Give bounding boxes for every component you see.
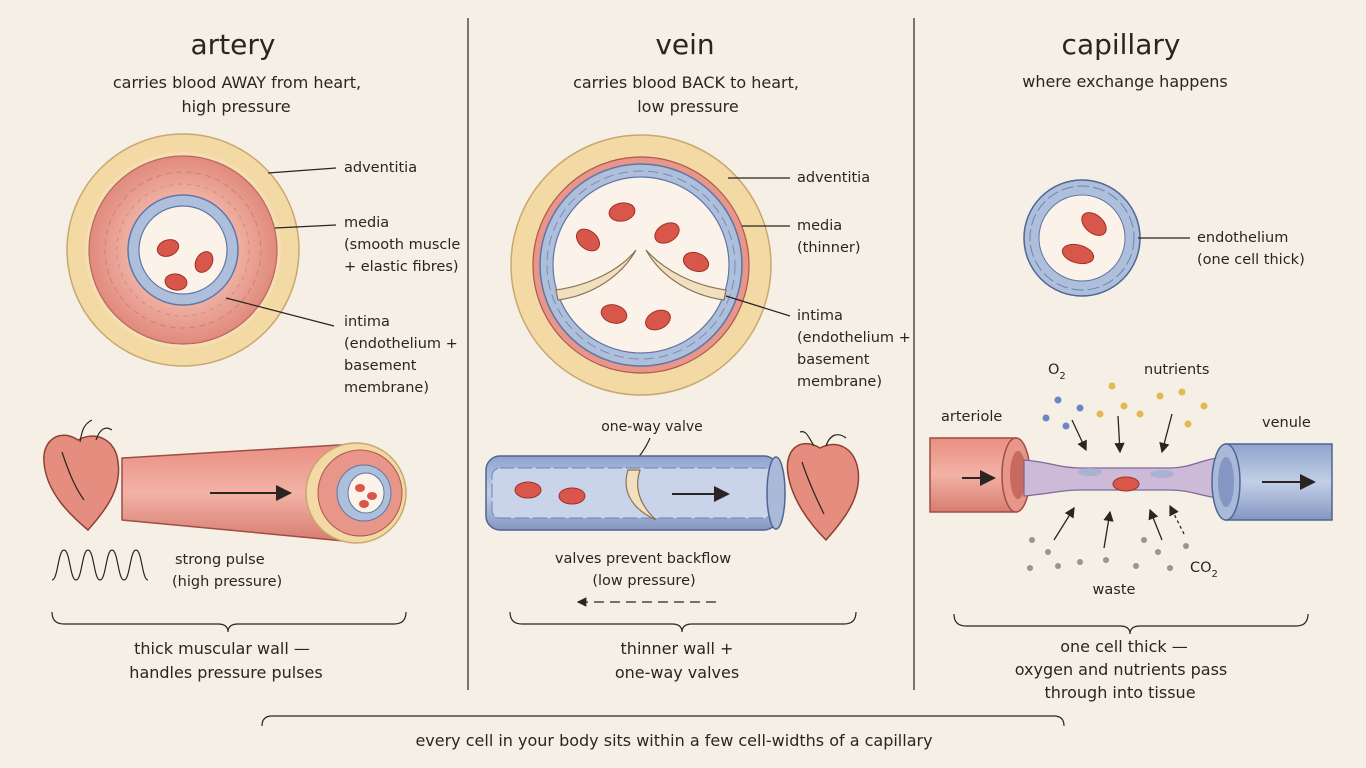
capillary-blood-cell <box>1081 212 1107 236</box>
vein-blood-cell <box>600 304 628 324</box>
vein-blood-cell <box>654 222 680 244</box>
nutrient-particles <box>1096 382 1208 428</box>
vein-blood-cell <box>575 228 601 252</box>
artery-adventitia-leader <box>267 167 337 174</box>
artery-bracket <box>51 611 407 633</box>
pulse-wave-icon <box>51 549 149 581</box>
nutrient-in-arrow-icon <box>1114 415 1125 454</box>
artery-pulse-label-2: (high pressure) <box>172 574 282 590</box>
co2-label: CO2 <box>1190 560 1218 580</box>
artery-intima-leader <box>225 297 335 327</box>
vein-intima-label: intima <box>797 308 843 324</box>
vein-cross-section <box>510 134 772 396</box>
capillary-endothelium-label: endothelium <box>1197 230 1288 246</box>
footer-bracket <box>261 715 1065 727</box>
vein-blood-cell <box>645 309 671 331</box>
capillary-column: capillary where exchange happens endothe… <box>929 28 1333 702</box>
artery-title: artery <box>191 28 276 61</box>
vein-intima-desc1: (endothelium + <box>797 330 911 346</box>
waste-out-arrow-icon <box>1053 506 1075 541</box>
arteriole-tube <box>929 437 1031 513</box>
vein-bracket <box>509 611 857 633</box>
artery-subtitle-line1: carries blood AWAY from heart, <box>113 73 361 92</box>
artery-media-desc2: + elastic fibres) <box>344 259 459 275</box>
artery-intima-desc3: membrane) <box>344 380 429 396</box>
vein-valve-flap <box>555 249 637 301</box>
vein-intima-leader <box>725 295 791 317</box>
oxygen-in-arrow-icon <box>1071 419 1087 452</box>
artery-media-label: media <box>344 215 389 231</box>
artery-intima-desc1: (endothelium + <box>344 336 458 352</box>
artery-blood-cell <box>156 239 180 257</box>
oxygen-particles <box>1042 396 1084 430</box>
capillary-subtitle: where exchange happens <box>1022 72 1228 91</box>
vein-tube <box>485 455 786 531</box>
artery-tube <box>121 442 407 544</box>
artery-cross-section <box>66 133 300 367</box>
artery-column: artery carries blood AWAY from heart, hi… <box>43 28 460 682</box>
capillary-caption-line3: through into tissue <box>1044 683 1195 702</box>
vein-valve-label: one-way valve <box>601 419 703 435</box>
venule-tube <box>1211 443 1333 521</box>
vein-media-desc: (thinner) <box>797 240 860 256</box>
artery-pulse-label-1: strong pulse <box>175 552 265 568</box>
capillary-bracket <box>953 613 1309 635</box>
capillary-blood-cell <box>1061 243 1095 265</box>
vein-heart-icon <box>786 431 860 542</box>
vein-tube-valve <box>625 469 657 521</box>
vein-adventitia-label: adventitia <box>797 170 870 186</box>
o2-label: O2 <box>1048 362 1066 382</box>
nutrient-in-arrow-icon <box>1159 413 1173 454</box>
nutrients-label: nutrients <box>1144 362 1209 378</box>
artery-heart-icon <box>43 419 120 532</box>
waste-out-arrow-icon <box>1103 510 1114 549</box>
vein-blood-cell <box>608 202 636 222</box>
vein-blood-cell <box>682 251 710 273</box>
vein-flow-label-1: valves prevent backflow <box>555 551 731 567</box>
waste-out-arrow-icon <box>1148 508 1163 541</box>
artery-adventitia-label: adventitia <box>344 160 417 176</box>
vein-valve-flap <box>645 249 727 301</box>
venule-label: venule <box>1262 415 1311 431</box>
vein-caption-line2: one-way valves <box>615 663 739 682</box>
vein-caption-line1: thinner wall + <box>621 639 734 658</box>
arteriole-label: arteriole <box>941 409 1002 425</box>
capillary-title: capillary <box>1062 28 1181 61</box>
vein-media-label: media <box>797 218 842 234</box>
footer-note: every cell in your body sits within a fe… <box>415 731 932 750</box>
vein-flow-label-2: (low pressure) <box>592 573 695 589</box>
artery-media-leader <box>274 224 337 229</box>
artery-media-desc1: (smooth muscle <box>344 237 460 253</box>
capillary-cross-section <box>1023 179 1141 297</box>
artery-subtitle-line2: high pressure <box>181 97 290 116</box>
co2-out-arrow-icon <box>1169 504 1185 535</box>
artery-caption-line1: thick muscular wall — <box>134 639 310 658</box>
waste-label: waste <box>1093 582 1136 598</box>
capillary-caption-line2: oxygen and nutrients pass <box>1015 660 1228 679</box>
vein-lumen <box>552 176 730 354</box>
vein-column: vein carries blood BACK to heart, low pr… <box>485 28 911 682</box>
artery-intima-desc2: basement <box>344 358 417 374</box>
artery-blood-cell <box>164 273 188 291</box>
artery-blood-cell <box>194 251 214 273</box>
waste-particles <box>1027 537 1189 571</box>
vein-title: vein <box>655 28 714 61</box>
vein-subtitle-line2: low pressure <box>637 97 739 116</box>
vein-intima-desc2: basement <box>797 352 870 368</box>
vein-subtitle-line1: carries blood BACK to heart, <box>573 73 799 92</box>
capillary-blood-cell <box>1112 476 1140 492</box>
vein-intima-desc3: membrane) <box>797 374 882 390</box>
artery-intima-label: intima <box>344 314 390 330</box>
capillary-caption-line1: one cell thick — <box>1060 637 1187 656</box>
capillary-endothelium-desc: (one cell thick) <box>1197 252 1305 268</box>
artery-caption-line2: handles pressure pulses <box>129 663 322 682</box>
